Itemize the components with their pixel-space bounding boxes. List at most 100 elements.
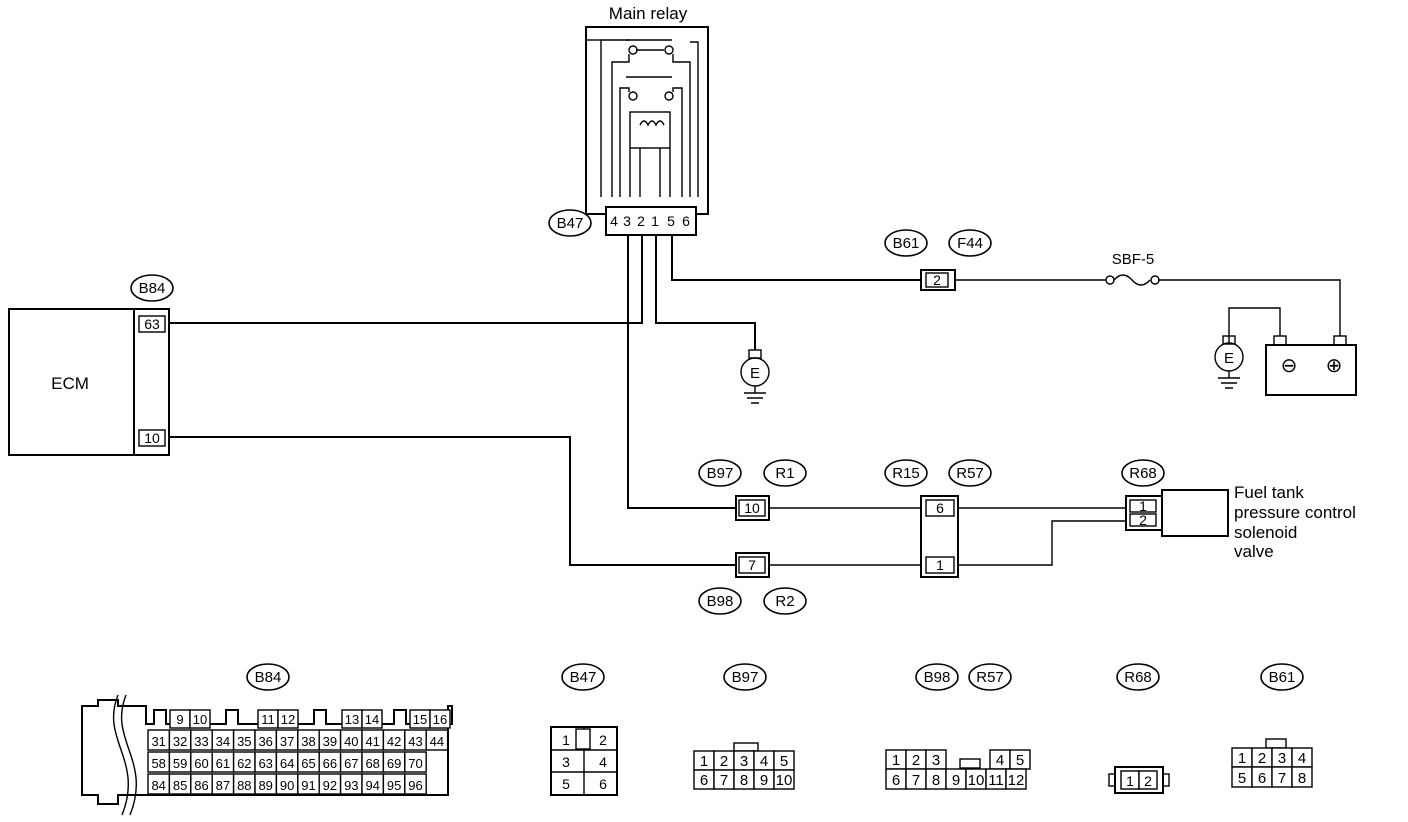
pin-cell — [773, 769, 795, 790]
pin-label: 7 — [1278, 770, 1286, 787]
valve-label: solenoid — [1234, 523, 1297, 542]
pin-label: 41 — [365, 734, 379, 749]
fuse-sbf5: SBF-5 — [1105, 251, 1160, 286]
pin-label: 4 — [760, 753, 768, 770]
pin-label: 6 — [892, 772, 900, 789]
fuse-label: SBF-5 — [1112, 251, 1155, 268]
pin-label: 2 — [1258, 750, 1266, 767]
connector-id-text: B61 — [1269, 669, 1296, 686]
pin-label: 1 — [892, 752, 900, 769]
pin-label: 36 — [258, 734, 272, 749]
pin-label: 62 — [237, 756, 251, 771]
connector-view-b47: B47 1 2 3 4 5 6 — [550, 663, 618, 796]
pin-label: 33 — [194, 734, 208, 749]
pin-label: 84 — [151, 778, 165, 793]
pin-label: 6 — [599, 776, 607, 792]
pin-label: 63 — [258, 756, 272, 771]
pin-label: 63 — [144, 316, 160, 332]
pin-label: 1 — [936, 557, 944, 573]
pin-label: 43 — [408, 734, 422, 749]
pin-label: 11 — [261, 712, 275, 727]
pin-label: 38 — [301, 734, 315, 749]
wires — [169, 235, 1341, 566]
pin-label: 91 — [301, 778, 315, 793]
pin-label: 70 — [408, 756, 422, 771]
pin-label: 2 — [1144, 773, 1152, 789]
pin-label: 5 — [1016, 752, 1024, 769]
pin-label: 16 — [433, 712, 447, 727]
connector-id-text: B84 — [255, 669, 282, 686]
pin-label: 3 — [740, 753, 748, 770]
pin-label: 96 — [408, 778, 422, 793]
pin-label: 86 — [194, 778, 208, 793]
pin-label: 10 — [193, 712, 207, 727]
pin-label: 4 — [610, 213, 618, 229]
pin-label: 1 — [1126, 773, 1134, 789]
pin-cell — [425, 729, 449, 751]
pin-label: 6 — [1258, 770, 1266, 787]
pin-label: 9 — [952, 772, 960, 789]
pin-label: 92 — [323, 778, 337, 793]
pin-label: 40 — [344, 734, 358, 749]
pin-label: 5 — [1238, 770, 1246, 787]
pin-label: 64 — [280, 756, 294, 771]
b47-relay-pins: 4 3 2 1 5 6 — [610, 213, 690, 229]
pin-label: 3 — [562, 754, 570, 770]
ecm-label: ECM — [51, 374, 89, 393]
pin-label: 10 — [144, 430, 160, 446]
connector-id-text: R68 — [1124, 669, 1152, 686]
connector-id-f44: F44 — [948, 229, 992, 257]
connector-id-text: B84 — [139, 280, 166, 297]
pin-cell — [404, 751, 427, 773]
pin-label: 8 — [740, 772, 748, 789]
pin-label: 34 — [216, 734, 230, 749]
valve-label: valve — [1234, 542, 1274, 561]
pin-label: 1 — [700, 753, 708, 770]
pin-label: 2 — [599, 732, 607, 748]
pin-label: 67 — [344, 756, 358, 771]
pin-label: 85 — [173, 778, 187, 793]
ground-symbol: E — [740, 349, 770, 404]
pin-label: 15 — [413, 712, 427, 727]
pin-label: 95 — [387, 778, 401, 793]
pin-cell — [277, 709, 299, 729]
connector-id-b97: B97 — [698, 459, 742, 487]
connector-r57: 6 1 — [920, 495, 959, 578]
battery-negative-icon: ⊖ — [1281, 355, 1298, 377]
pin-label: 1 — [562, 732, 570, 748]
connector-id-text: B97 — [707, 465, 734, 482]
pin-label: 9 — [176, 712, 183, 727]
pin-label: 37 — [280, 734, 294, 749]
pin-label: 89 — [258, 778, 272, 793]
connector-id-text: R57 — [956, 465, 984, 482]
pin-label: 5 — [780, 753, 788, 770]
ground-label: E — [750, 365, 760, 382]
connector-id-r57: R57 — [948, 459, 992, 487]
connector-id-text: F44 — [957, 235, 983, 252]
connector-id-text: B97 — [732, 669, 759, 686]
pin-label: 4 — [1298, 750, 1306, 767]
connector-id-text: B98 — [924, 669, 951, 686]
main-relay-label: Main relay — [609, 4, 688, 23]
connector-id-r68: R68 — [1121, 459, 1165, 487]
ground-label: E — [1224, 350, 1234, 367]
pin-label: 4 — [599, 754, 607, 770]
pin-label: 68 — [365, 756, 379, 771]
pin-label: 61 — [216, 756, 230, 771]
connector-id-text: B47 — [557, 215, 584, 232]
pin-label: 1 — [1139, 498, 1147, 514]
connector-id-b61: B61 — [884, 229, 928, 257]
connector-id-r2: R2 — [763, 587, 807, 615]
pin-label: 35 — [237, 734, 251, 749]
pin-label: 4 — [996, 752, 1004, 769]
pin-label: 2 — [637, 213, 645, 229]
pin-label: 10 — [968, 772, 985, 789]
connector-id-b47: B47 — [548, 209, 592, 237]
pin-label: 7 — [720, 772, 728, 789]
pin-label: 31 — [151, 734, 165, 749]
